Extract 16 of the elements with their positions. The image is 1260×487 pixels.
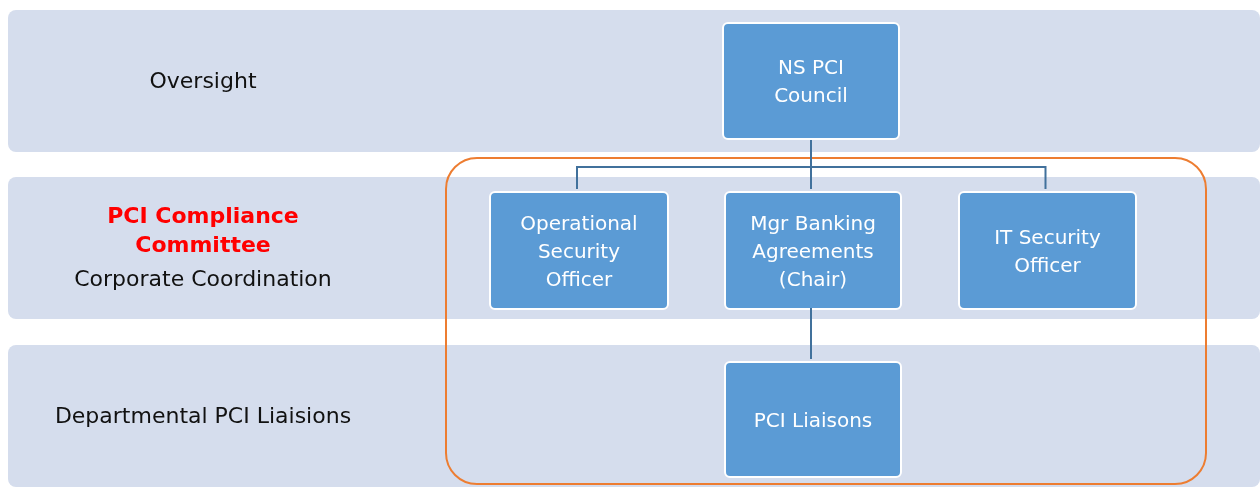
box-label: IT Security Officer bbox=[993, 223, 1102, 279]
group-outline bbox=[445, 157, 1207, 485]
box-label: Mgr Banking Agreements (Chair) bbox=[749, 209, 877, 293]
connector-line bbox=[810, 307, 812, 360]
role-box bbox=[722, 22, 900, 140]
box-label: PCI Liaisons bbox=[753, 406, 873, 434]
role-box bbox=[958, 191, 1137, 310]
band-label: Corporate Coordination bbox=[74, 265, 332, 294]
role-box bbox=[724, 361, 902, 478]
committee-heading: PCI Compliance Committee bbox=[106, 202, 300, 259]
box-label: NS PCI Council bbox=[773, 54, 849, 109]
role-box bbox=[724, 191, 902, 310]
band-label: Oversight bbox=[149, 66, 257, 95]
band-label: Departmental PCI Liaisions bbox=[54, 401, 352, 430]
role-box bbox=[489, 191, 669, 310]
box-label: Operational Security Officer bbox=[519, 209, 639, 293]
